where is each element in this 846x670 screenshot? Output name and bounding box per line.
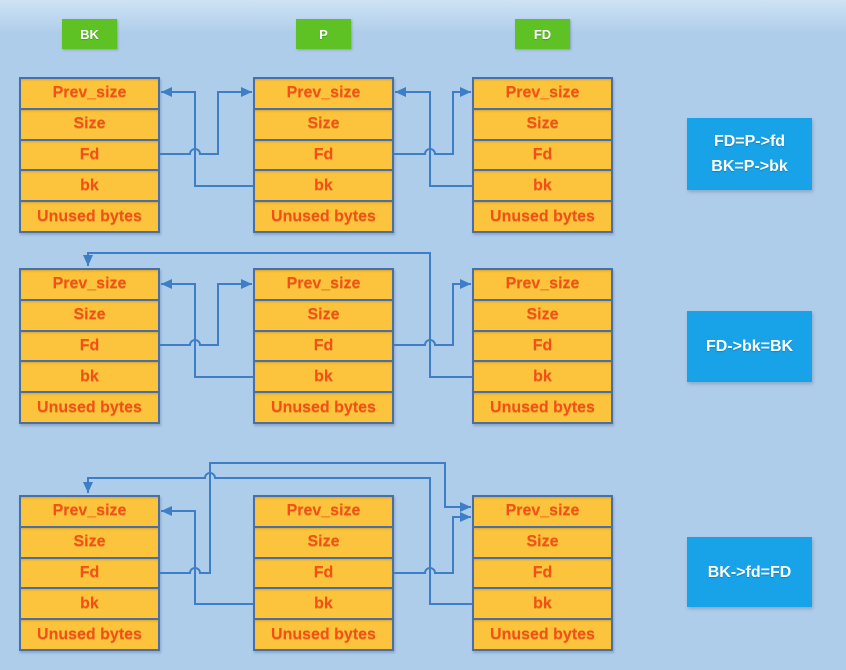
field-prev-size: Prev_size xyxy=(255,270,392,301)
chunk-p-row1: Prev_size Size Fd bk Unused bytes xyxy=(253,77,394,233)
arrow-row2-bk-fd-to-p xyxy=(160,279,252,346)
field-bk: bk xyxy=(474,362,611,394)
label-p: P xyxy=(296,19,351,49)
field-unused: Unused bytes xyxy=(474,393,611,422)
chunk-p-row2: Prev_size Size Fd bk Unused bytes xyxy=(253,268,394,424)
field-prev-size: Prev_size xyxy=(474,79,611,110)
arrow-row1-p-fd-to-fd xyxy=(394,87,471,155)
arrow-row2-p-bk-to-bk xyxy=(161,279,253,378)
field-fd: Fd xyxy=(474,141,611,172)
field-fd: Fd xyxy=(255,141,392,172)
note-line: BK->fd=FD xyxy=(707,563,792,581)
field-size: Size xyxy=(255,301,392,332)
field-size: Size xyxy=(21,301,158,332)
field-prev-size: Prev_size xyxy=(474,497,611,528)
label-bk: BK xyxy=(62,19,117,49)
chunk-bk-row2: Prev_size Size Fd bk Unused bytes xyxy=(19,268,160,424)
field-bk: bk xyxy=(255,362,392,394)
arrow-row3-p-fd-to-fd xyxy=(394,512,471,574)
label-fd: FD xyxy=(515,19,570,49)
field-fd: Fd xyxy=(21,559,158,590)
field-bk: bk xyxy=(474,589,611,621)
field-unused: Unused bytes xyxy=(474,202,611,231)
chunk-bk-row1: Prev_size Size Fd bk Unused bytes xyxy=(19,77,160,233)
field-unused: Unused bytes xyxy=(474,620,611,649)
field-bk: bk xyxy=(255,171,392,203)
field-size: Size xyxy=(255,528,392,559)
field-unused: Unused bytes xyxy=(21,620,158,649)
arrow-row3-p-bk-to-bk xyxy=(161,506,253,605)
field-unused: Unused bytes xyxy=(21,393,158,422)
field-fd: Fd xyxy=(21,141,158,172)
field-fd: Fd xyxy=(255,559,392,590)
arrow-row1-bk-fd-to-p xyxy=(160,87,252,155)
field-size: Size xyxy=(474,301,611,332)
note-step3: BK->fd=FD xyxy=(687,537,812,607)
field-size: Size xyxy=(21,110,158,141)
field-fd: Fd xyxy=(474,332,611,363)
field-bk: bk xyxy=(255,589,392,621)
field-unused: Unused bytes xyxy=(255,620,392,649)
note-step2: FD->bk=BK xyxy=(687,311,812,382)
arrow-row1-fd-bk-to-p xyxy=(395,87,472,187)
field-prev-size: Prev_size xyxy=(255,497,392,528)
chunk-fd-row1: Prev_size Size Fd bk Unused bytes xyxy=(472,77,613,233)
field-unused: Unused bytes xyxy=(255,202,392,231)
field-fd: Fd xyxy=(21,332,158,363)
field-prev-size: Prev_size xyxy=(21,79,158,110)
note-step1: FD=P->fd BK=P->bk xyxy=(687,118,812,190)
note-line: FD->bk=BK xyxy=(705,338,794,355)
field-bk: bk xyxy=(21,171,158,203)
field-prev-size: Prev_size xyxy=(21,497,158,528)
field-bk: bk xyxy=(21,589,158,621)
field-prev-size: Prev_size xyxy=(474,270,611,301)
arrow-row1-p-bk-to-bk xyxy=(161,87,253,187)
field-size: Size xyxy=(474,528,611,559)
field-size: Size xyxy=(474,110,611,141)
chunk-fd-row3: Prev_size Size Fd bk Unused bytes xyxy=(472,495,613,651)
field-prev-size: Prev_size xyxy=(255,79,392,110)
chunk-fd-row2: Prev_size Size Fd bk Unused bytes xyxy=(472,268,613,424)
field-unused: Unused bytes xyxy=(21,202,158,231)
field-bk: bk xyxy=(21,362,158,394)
chunk-bk-row3: Prev_size Size Fd bk Unused bytes xyxy=(19,495,160,651)
chunk-p-row3: Prev_size Size Fd bk Unused bytes xyxy=(253,495,394,651)
note-line: BK=P->bk xyxy=(711,158,788,175)
field-fd: Fd xyxy=(255,332,392,363)
field-bk: bk xyxy=(474,171,611,203)
arrow-row2-p-fd-to-fd xyxy=(394,279,471,346)
field-size: Size xyxy=(21,528,158,559)
field-unused: Unused bytes xyxy=(255,393,392,422)
field-prev-size: Prev_size xyxy=(21,270,158,301)
field-size: Size xyxy=(255,110,392,141)
field-fd: Fd xyxy=(474,559,611,590)
note-line: FD=P->fd xyxy=(713,133,786,150)
